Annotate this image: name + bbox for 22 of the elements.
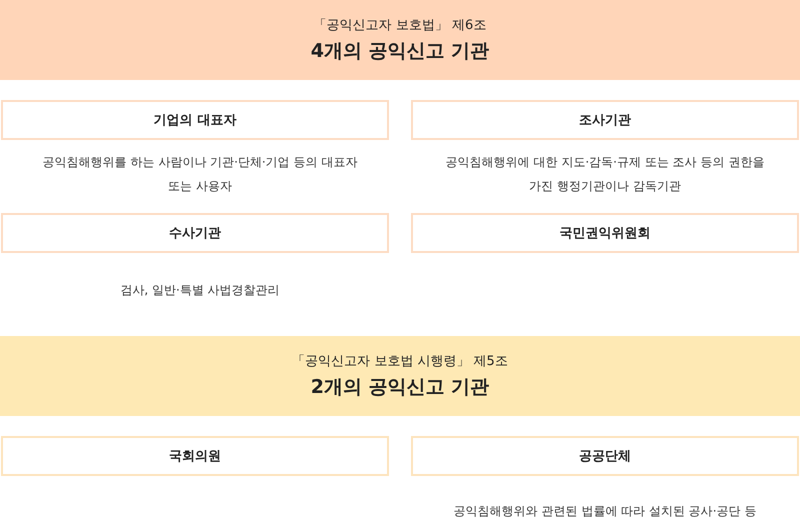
category-box: [411, 436, 799, 476]
law-reference: 「공익신고자 보호법 시행령」 제5조: [292, 353, 508, 370]
category-box: [411, 213, 799, 253]
section-heading: 2개의 공익신고 기관: [310, 375, 490, 400]
description-text: 공익침해행위를 하는 사람이나 기관·단체·기업 등의 대표자 또는 사용자: [42, 154, 358, 195]
title-banner: [0, 0, 800, 80]
category-label: 국회의원: [169, 448, 221, 465]
category-label: 기업의 대표자: [154, 112, 236, 129]
title-banner: [0, 336, 800, 416]
category-box: [1, 100, 389, 140]
description-text: 검사, 일반·특별 사법경찰관리: [119, 282, 281, 299]
law-reference: 「공익신고자 보호법」 제6조: [314, 17, 486, 34]
category-label: 국민권익위원회: [560, 225, 650, 242]
category-label: 조사기관: [579, 112, 631, 129]
category-box: [1, 213, 389, 253]
description-text: 공익침해행위에 대한 지도·감독·규제 또는 조사 등의 권한을 가진 행정기관이나 감독기관: [444, 154, 766, 195]
description-text: 공익침해행위와 관련된 법률에 따라 설치된 공사·공단 등: [452, 503, 758, 519]
category-label: 수사기관: [169, 225, 221, 242]
category-box: [1, 436, 389, 476]
category-box: [411, 100, 799, 140]
section-heading: 4개의 공익신고 기관: [310, 39, 490, 64]
category-label: 공공단체: [579, 448, 631, 465]
